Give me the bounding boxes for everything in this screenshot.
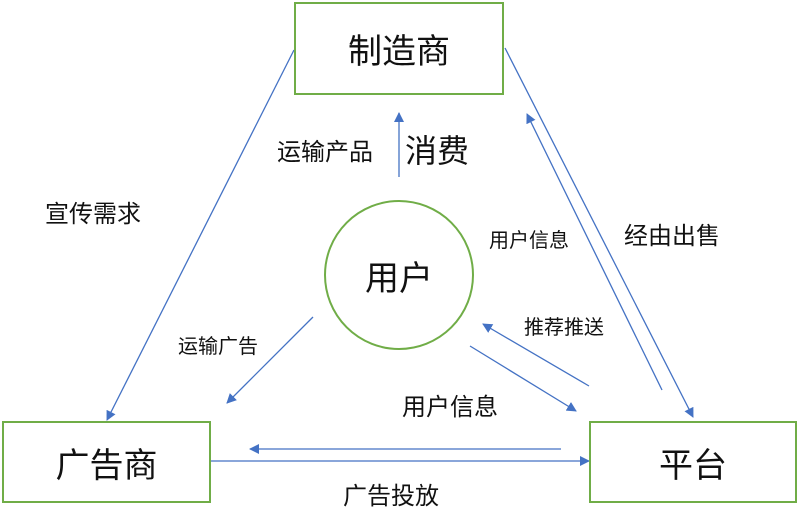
platform-node: 平台 <box>589 421 797 503</box>
label-sold-via: 经由出售 <box>624 222 720 250</box>
label-consume: 消费 <box>405 132 470 170</box>
arrow-platform-to-manufacturer <box>526 113 663 391</box>
arrow-manufacturer-to-advertiser <box>106 49 295 421</box>
label-user-info-lower: 用户信息 <box>402 393 498 421</box>
arrow-user-to-advertiser <box>226 316 314 404</box>
advertiser-node: 广告商 <box>2 421 211 503</box>
arrow-user-to-platform <box>469 345 577 412</box>
label-ship-ads: 运输广告 <box>178 334 258 358</box>
manufacturer-node: 制造商 <box>294 2 504 95</box>
label-ship-product: 运输产品 <box>277 138 373 166</box>
label-promo-demand: 宣传需求 <box>45 200 141 228</box>
arrow-platform-to-user <box>482 323 590 387</box>
arrow-manufacturer-to-platform <box>504 47 694 418</box>
label-user-info-upper: 用户信息 <box>489 228 569 252</box>
label-recommend-push: 推荐推送 <box>524 315 604 339</box>
label-ad-delivery: 广告投放 <box>343 482 439 510</box>
user-node: 用户 <box>324 200 474 350</box>
